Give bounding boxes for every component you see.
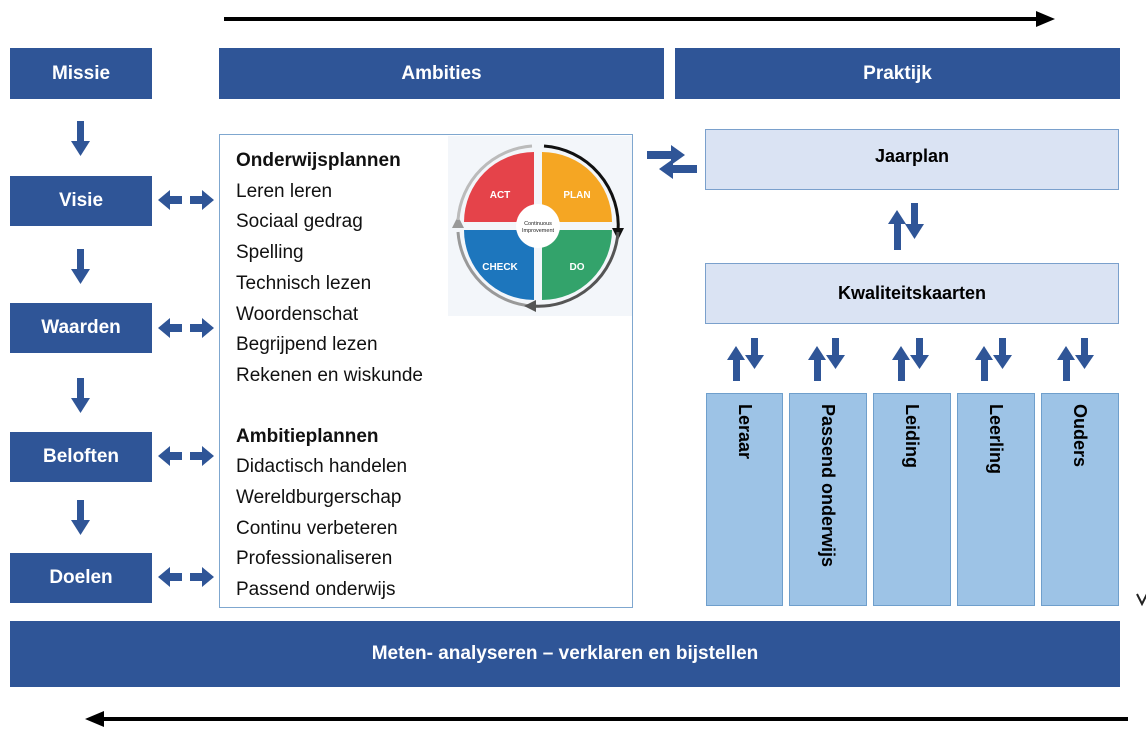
leiding-label: Leiding <box>902 404 922 468</box>
passend-onderwijs-column: Passend onderwijs <box>789 393 867 606</box>
do-quadrant <box>542 230 612 300</box>
updown-arrow-icon <box>888 203 924 250</box>
bottom-bar-label: Meten- analyseren – verklaren en bijstel… <box>371 643 759 664</box>
missie-label: Missie <box>51 62 111 84</box>
do-label: DO <box>570 262 585 273</box>
top-flow-arrow <box>224 11 1055 27</box>
ambities-content-box: Onderwijsplannen Leren leren Sociaal ged… <box>219 134 633 608</box>
plans-list: Onderwijsplannen Leren leren Sociaal ged… <box>236 146 423 606</box>
ambities-header-label: Ambities <box>401 62 482 84</box>
double-arrow-icon <box>158 318 214 338</box>
leraar-column: Leraar <box>706 393 783 606</box>
leraar-label: Leraar <box>734 404 755 460</box>
leiding-column: Leiding <box>873 393 951 606</box>
list-item: Professionaliseren <box>236 548 393 570</box>
list-item: Didactisch handelen <box>236 456 408 478</box>
check-label: CHECK <box>482 262 518 273</box>
list-item: Rekenen en wiskunde <box>236 364 423 386</box>
onderwijsplannen-title: Onderwijsplannen <box>236 150 401 171</box>
list-item: Woordenschat <box>236 303 359 325</box>
doelen-label: Doelen <box>49 567 113 588</box>
center-label-line1: Continuous <box>524 221 552 227</box>
jaarplan-label: Jaarplan <box>874 146 950 166</box>
ambities-header: Ambities <box>219 48 664 99</box>
waarden-label: Waarden <box>41 317 121 338</box>
visie-box: Visie <box>10 176 152 226</box>
updown-arrow-icon <box>892 338 929 381</box>
ambitieplannen-title: Ambitieplannen <box>236 425 379 447</box>
kwaliteitskaarten-box: Kwaliteitskaarten <box>705 263 1119 324</box>
double-arrow-icon <box>158 190 214 210</box>
edge-mark-icon <box>1136 593 1146 607</box>
list-item: Wereldburgerschap <box>236 487 402 509</box>
act-quadrant <box>464 152 534 222</box>
down-arrow-icon <box>71 378 90 413</box>
waarden-box: Waarden <box>10 303 152 353</box>
visie-label: Visie <box>58 190 104 211</box>
bottom-flow-arrow <box>85 711 1128 727</box>
updown-arrow-icon <box>808 338 845 381</box>
list-item: Begrijpend lezen <box>236 334 378 356</box>
doelen-box: Doelen <box>10 553 152 603</box>
down-arrow-icon <box>71 249 90 284</box>
beloften-label: Beloften <box>43 446 119 467</box>
list-item: Continu verbeteren <box>236 517 398 539</box>
plan-label: PLAN <box>563 190 590 201</box>
list-item: Leren leren <box>236 180 333 202</box>
list-item: Passend onderwijs <box>236 579 396 601</box>
missie-box: Missie <box>10 48 152 99</box>
double-arrow-icon <box>158 446 214 466</box>
plan-quadrant <box>542 152 612 222</box>
jaarplan-box: Jaarplan <box>705 129 1119 190</box>
updown-arrow-icon <box>727 338 764 381</box>
praktijk-header-label: Praktijk <box>863 62 932 84</box>
down-arrows-left <box>71 121 214 587</box>
leerling-column: Leerling <box>957 393 1035 606</box>
updown-arrow-icon <box>975 338 1012 381</box>
passend-onderwijs-label: Passend onderwijs <box>818 404 838 568</box>
ouders-label: Ouders <box>1070 404 1090 468</box>
down-arrow-icon <box>71 121 90 156</box>
list-item: Technisch lezen <box>236 272 372 294</box>
beloften-box: Beloften <box>10 432 152 482</box>
list-item: Spelling <box>236 242 304 264</box>
bottom-bar: Meten- analyseren – verklaren en bijstel… <box>10 621 1120 687</box>
center-label-line2: Improvement <box>522 228 555 234</box>
act-label: ACT <box>490 190 511 201</box>
list-item: Sociaal gedrag <box>236 211 363 233</box>
check-quadrant <box>464 230 534 300</box>
down-arrow-icon <box>71 500 90 535</box>
praktijk-header: Praktijk <box>675 48 1120 99</box>
updown-arrow-icon <box>1057 338 1094 381</box>
ouders-column: Ouders <box>1041 393 1119 606</box>
exchange-arrows <box>647 145 697 179</box>
leerling-label: Leerling <box>986 404 1006 475</box>
double-arrow-icon <box>158 567 214 587</box>
kwaliteitskaarten-label: Kwaliteitskaarten <box>837 283 987 303</box>
pdca-cycle-graphic: ACT PLAN CHECK DO Continuous Improvement <box>448 136 632 316</box>
